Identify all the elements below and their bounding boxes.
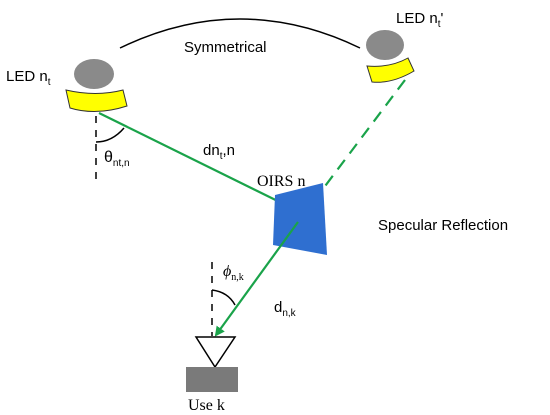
led-left [65,59,128,112]
led-right-body [366,30,404,60]
led-right-label: LED nt' [396,10,443,30]
distance-irs-user-label: dn,k [274,299,297,319]
specular-reflection-label: Specular Reflection [378,217,508,234]
ray-led-to-irs [98,112,304,214]
phi-arc [211,289,236,306]
led-left-label: LED nt [6,68,51,88]
led-left-body [74,59,114,89]
irs-label: OIRS n [257,173,305,190]
phi-label: ϕn,k [223,263,244,283]
symmetrical-label: Symmetrical [184,39,267,56]
led-left-lens [65,89,128,112]
led-right-lens [366,57,415,83]
user-box [186,367,238,392]
theta-label: θnt,n [104,149,130,169]
distance-led-irs-label: dnt,n [203,142,235,162]
symmetry-arc [119,18,361,49]
ray-irs-to-user [214,221,299,337]
user-label: Use k [188,397,225,414]
theta-arc [95,127,125,143]
led-right [366,30,415,83]
photodetector-icon [194,336,237,369]
